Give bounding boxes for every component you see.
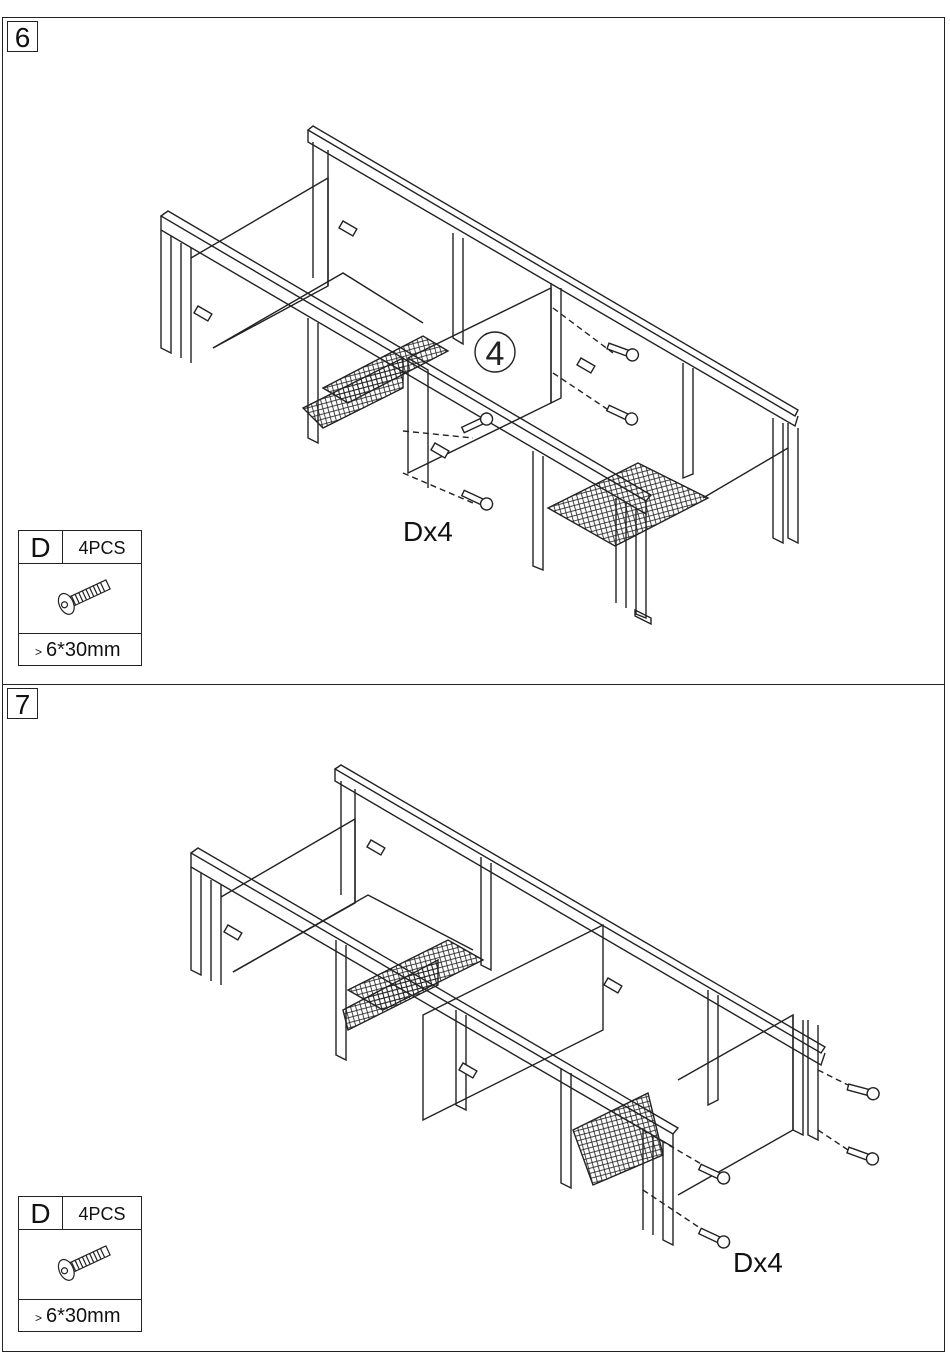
part-box: D 4PCS >6*30mm — [18, 1196, 142, 1332]
part-letter: D — [19, 531, 63, 564]
spec-size: 6*30mm — [46, 639, 120, 661]
left-side-panel — [191, 178, 423, 348]
quantity-label: Dx4 — [403, 516, 453, 548]
step-7-panel: 7 — [2, 684, 945, 1352]
step-7-assembly-drawing — [3, 685, 946, 1353]
spec-size: 6*30mm — [46, 1305, 120, 1327]
part-count: 4PCS — [63, 531, 141, 564]
step-6-panel: 6 — [2, 17, 945, 685]
side-panels — [221, 819, 793, 1195]
spec-marker: > — [35, 1311, 42, 1325]
front-frame-rail — [191, 848, 678, 1245]
right-end-panel — [703, 418, 798, 543]
part-box: D 4PCS >6*30mm — [18, 530, 142, 666]
mesh-shelf-right — [548, 463, 708, 546]
back-frame-rail — [335, 765, 825, 1065]
part-callout-number: 4 — [486, 335, 505, 373]
bolt-icon — [49, 1239, 119, 1289]
part-spec: >6*30mm — [19, 1299, 141, 1331]
front-frame-rail — [161, 211, 651, 624]
part-count: 4PCS — [63, 1197, 141, 1230]
step-6-assembly-drawing: 4 — [3, 18, 946, 686]
spec-marker: > — [35, 645, 42, 659]
insertion-guides — [643, 1070, 848, 1230]
quantity-label: Dx4 — [733, 1247, 783, 1279]
bolt-icon — [49, 573, 119, 623]
part-spec: >6*30mm — [19, 633, 141, 665]
mesh-shelf-right — [573, 1093, 663, 1185]
part-letter: D — [19, 1197, 63, 1230]
bolt-icon — [697, 1081, 880, 1250]
